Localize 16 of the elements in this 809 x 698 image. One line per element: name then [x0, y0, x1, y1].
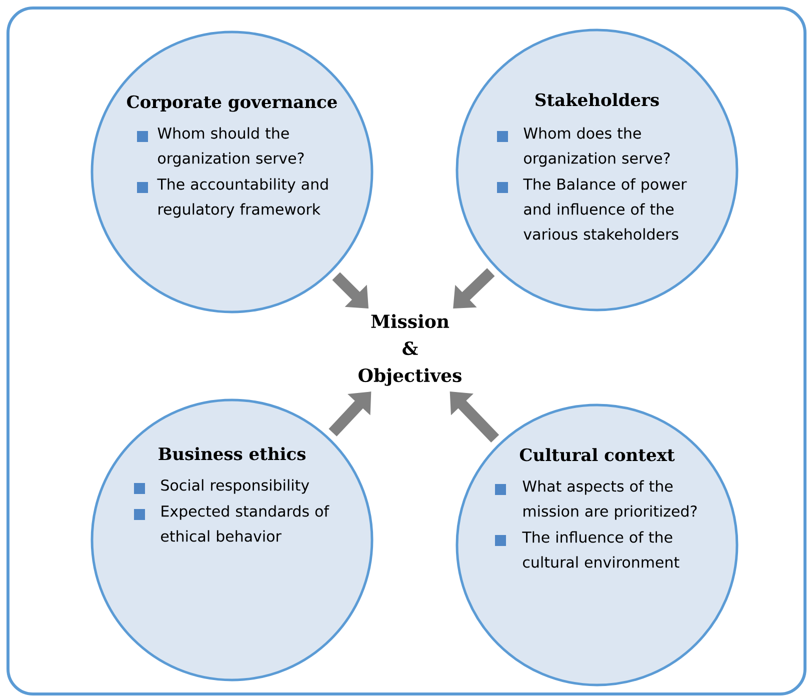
bullet-text: Social responsibility	[161, 479, 310, 494]
bullet-text: The Balance of power and influence of the various stakeholders	[523, 178, 687, 240]
bullet-text: Whom should the organization serve?	[158, 127, 304, 167]
heading: Stakeholders	[536, 93, 659, 106]
bullet-text: Expected standards of ethical behavior	[161, 505, 330, 542]
bullet-text: The influence of the cultural environment	[522, 531, 680, 568]
block-arrow	[328, 392, 372, 436]
bullet-text: Whom does the organization serve?	[524, 127, 670, 167]
bullet-text: The accountability and regulatory framework	[157, 178, 328, 218]
block-arrow	[332, 272, 368, 308]
bullet-text: What aspects of the mission are prioritized?	[522, 480, 697, 520]
heading: Business ethics	[158, 447, 306, 460]
center-text: Mission & Objectives	[358, 314, 462, 386]
heading: Corporate governance	[127, 95, 337, 112]
heading: Cultural context	[520, 448, 675, 462]
block-arrow	[450, 392, 500, 443]
